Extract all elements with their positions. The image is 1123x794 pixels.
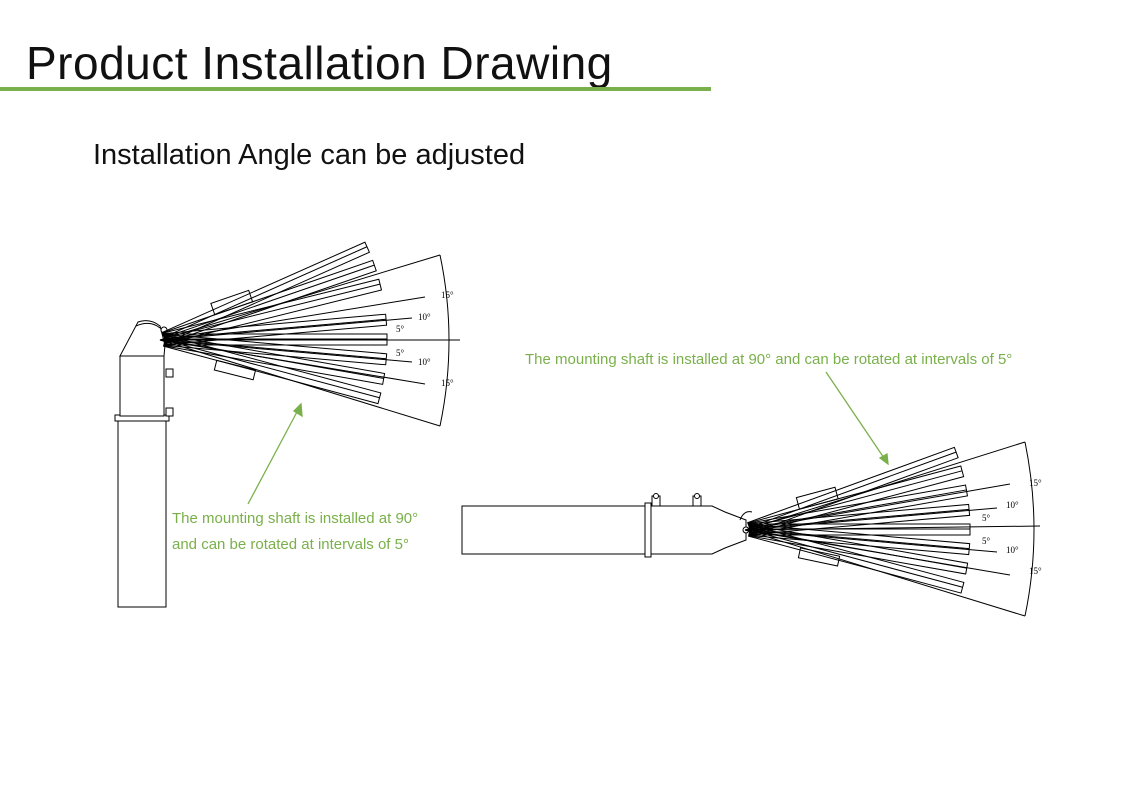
left-angle-15-top: 15° bbox=[441, 290, 454, 300]
right-angle-guides bbox=[744, 441, 1041, 617]
right-angle-15-bottom: 15° bbox=[1029, 566, 1042, 576]
right-angle-15-top: 15° bbox=[1029, 478, 1042, 488]
left-pole-upper bbox=[119, 355, 165, 417]
note-right-text: The mounting shaft is installed at 90° a… bbox=[525, 351, 1013, 368]
right-pole-taper bbox=[650, 505, 747, 555]
left-angle-5-top: 5° bbox=[396, 324, 405, 334]
note-left: The mounting shaft is installed at 90° a… bbox=[172, 506, 418, 558]
left-angle-10-bottom: 10° bbox=[418, 357, 431, 367]
left-bolt-1 bbox=[165, 368, 174, 378]
left-pole bbox=[117, 419, 167, 608]
left-angle-labels: 15° 10° 5° 5° 10° 15° bbox=[396, 290, 454, 388]
left-angle-10-top: 10° bbox=[418, 312, 431, 322]
left-angle-arc bbox=[439, 254, 450, 427]
right-angle-arc bbox=[1024, 441, 1035, 617]
subtitle: Installation Angle can be adjusted bbox=[93, 139, 526, 171]
right-angle-10-bottom: 10° bbox=[1006, 545, 1019, 555]
left-angle-5-bottom: 5° bbox=[396, 348, 405, 358]
note-left-line1: The mounting shaft is installed at 90° bbox=[172, 510, 419, 527]
title-underline bbox=[0, 87, 711, 91]
page-title: Product Installation Drawing bbox=[26, 37, 613, 89]
left-bolt-2 bbox=[165, 407, 174, 417]
right-angle-labels: 15° 10° 5° 5° 10° 15° bbox=[982, 478, 1042, 576]
left-callout-arrow bbox=[247, 402, 303, 505]
right-angle-5-bottom: 5° bbox=[982, 536, 991, 546]
right-pole-collar bbox=[644, 502, 652, 558]
right-arm-assembly bbox=[461, 493, 753, 558]
left-elbow bbox=[119, 320, 166, 357]
right-angle-5-top: 5° bbox=[982, 513, 991, 523]
left-pole-assembly bbox=[114, 320, 174, 608]
note-left-line2: and can be rotated at intervals of 5° bbox=[172, 536, 409, 553]
right-pole bbox=[461, 505, 649, 555]
right-angle-10-top: 10° bbox=[1006, 500, 1019, 510]
left-angle-15-bottom: 15° bbox=[441, 378, 454, 388]
left-angle-guides bbox=[159, 254, 460, 427]
right-callout-arrow bbox=[825, 371, 889, 466]
note-right: The mounting shaft is installed at 90° a… bbox=[525, 347, 1012, 373]
